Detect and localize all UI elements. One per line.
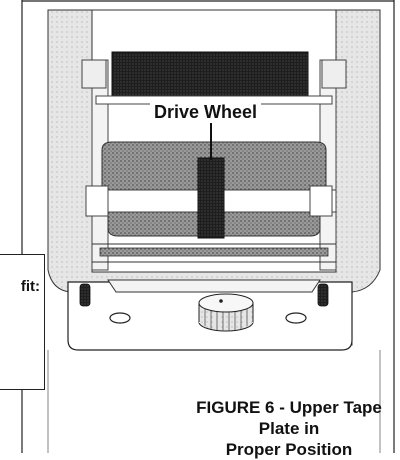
drive-wheel-icon <box>197 157 225 239</box>
side-callout-box: fit: <box>0 254 45 390</box>
side-callout-text: fit: <box>20 278 40 295</box>
figure-caption: FIGURE 6 - Upper Tape Plate in Proper Po… <box>178 397 400 460</box>
caption-line-2: Proper Position <box>225 440 353 459</box>
tape-roll-icon <box>111 51 309 97</box>
knob-icon <box>198 293 254 332</box>
caption-line-1: FIGURE 6 - Upper Tape Plate in <box>196 398 382 438</box>
drive-wheel-label: Drive Wheel <box>150 101 262 123</box>
